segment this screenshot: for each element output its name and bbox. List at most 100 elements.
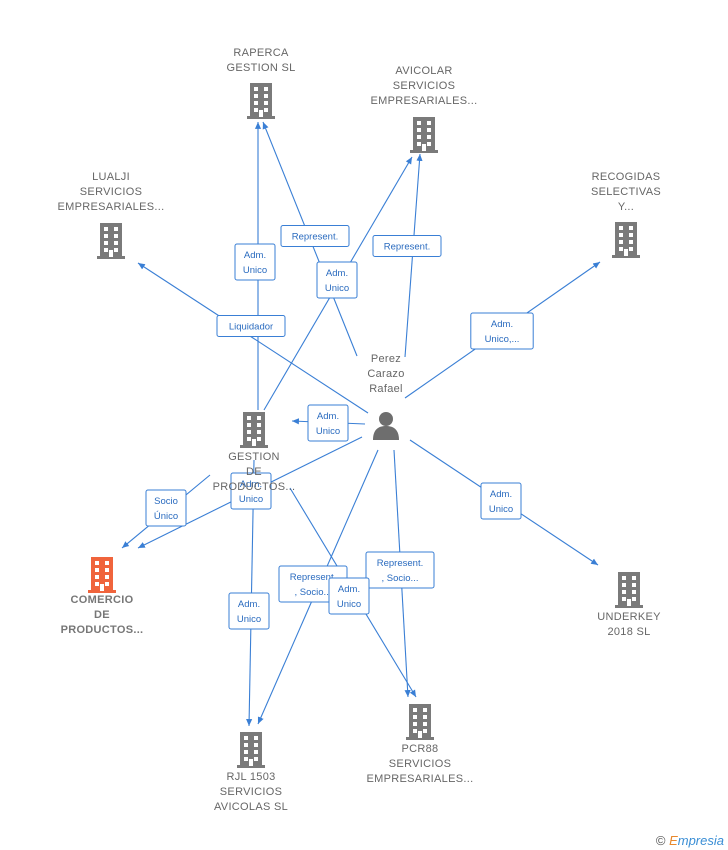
edge-label-gestion-to-pcr88[interactable]: Adm. Unico [328, 577, 370, 615]
edge-label-box [145, 489, 187, 527]
node-label: Perez [371, 353, 401, 365]
edge-label-text: Unico [243, 265, 267, 276]
edge-label-text: , Socio... [295, 587, 332, 598]
node-label: DE [94, 609, 110, 621]
node-raperca[interactable]: RAPERCA GESTION SL [226, 47, 295, 119]
node-label: DE [246, 466, 262, 478]
node-label: COMERCIO [71, 594, 134, 606]
copyright-symbol: © [655, 833, 666, 848]
node-label: SERVICIOS [389, 758, 451, 770]
node-label: PRODUCTOS... [213, 481, 296, 493]
node-label: SERVICIOS [220, 786, 282, 798]
edge-label-gestion-to-rjl[interactable]: Adm. Unico [228, 592, 270, 630]
person-icon [373, 412, 399, 440]
edge-label-box [280, 225, 350, 247]
edge-label-text: Socio [154, 496, 178, 507]
node-label: LUALJI [92, 171, 130, 183]
edge-label-text: Adm. [240, 479, 262, 490]
edge-label-box [328, 577, 370, 615]
node-label: SELECTIVAS [591, 186, 661, 198]
edge-label-box [307, 404, 349, 442]
node-label: Rafael [369, 383, 403, 395]
edge-label-text: Represent. [290, 572, 336, 583]
node-recogidas[interactable]: RECOGIDAS SELECTIVAS Y... [591, 171, 661, 258]
edge-label-text: Unico [489, 504, 513, 515]
footer-brand[interactable]: © Empresia [656, 833, 724, 848]
edge-label-text: Liquidador [229, 322, 273, 333]
node-pcr88[interactable]: PCR88SERVICIOSEMPRESARIALES... [367, 704, 474, 785]
building-icon [240, 412, 268, 448]
building-icon [97, 223, 125, 259]
building-icon [406, 704, 434, 740]
node-label: RJL 1503 [226, 771, 275, 783]
node-label: PCR88 [402, 743, 439, 755]
edge-label-text: Adm. [490, 489, 512, 500]
node-label: AVICOLAS SL [214, 801, 288, 813]
edge-label-text: , Socio... [382, 573, 419, 584]
node-comercio[interactable]: COMERCIO DE PRODUCTOS... [61, 557, 144, 636]
edge-label-box [372, 235, 442, 257]
edge-label-text: Represent. [377, 558, 423, 569]
node-gestion[interactable]: GESTION DE PRODUCTOS... [213, 412, 296, 493]
edge-label-text: Adm. [338, 584, 360, 595]
edge-label-box [480, 482, 522, 520]
edge-label-perez-to-recogidas[interactable]: Adm.Unico,... [470, 312, 534, 350]
nodes-layer: RAPERCA GESTION SL AVICOLAR SERVICIOS EMPRES… [58, 47, 661, 813]
edge-label-text: Unico [337, 599, 361, 610]
node-label: GESTION SL [226, 62, 295, 74]
edge-label-text: Adm. [238, 599, 260, 610]
node-label: AVICOLAR [395, 65, 452, 77]
edge-label-box [470, 312, 534, 350]
edge-label-text: Adm. [317, 411, 339, 422]
edge-label-box [234, 243, 276, 281]
edge-label-text: Unico [325, 283, 349, 294]
node-label: EMPRESARIALES... [371, 95, 478, 107]
node-lualji[interactable]: LUALJISERVICIOSEMPRESARIALES... [58, 171, 165, 259]
edge-label-box [228, 592, 270, 630]
edge-label-text: Único [154, 511, 178, 522]
building-icon [88, 557, 116, 593]
edge-label-text: Adm. [244, 250, 266, 261]
node-label: GESTION [228, 451, 280, 463]
edges-layer [121, 121, 601, 727]
edge-label-box [316, 261, 358, 299]
edge-label-text: Represent. [384, 242, 430, 253]
edge-label-perez-to-comercio[interactable]: Adm. Unico [230, 472, 272, 510]
edge-label-text: Adm. [326, 268, 348, 279]
edge-label-box [216, 315, 286, 337]
building-icon [237, 732, 265, 768]
edge-label-gestion-to-raperca[interactable]: Adm. Unico [234, 243, 276, 281]
edge-label-text: Represent. [292, 232, 338, 243]
empresia-logo: Empresia [669, 833, 724, 848]
node-avicolar[interactable]: AVICOLAR SERVICIOS EMPRESARIALES... [371, 65, 478, 153]
edge-label-text: Unico,... [485, 334, 520, 345]
edge-label-perez-to-underkey[interactable]: Adm. Unico [480, 482, 522, 520]
edge-label-text: Unico [239, 494, 263, 505]
edge-label-gestion-to-avicolar[interactable]: Adm. Unico [316, 261, 358, 299]
edge-label-box [365, 551, 435, 589]
node-label: Y... [618, 201, 634, 213]
building-icon [615, 572, 643, 608]
edge-label-text: Unico [316, 426, 340, 437]
node-label: PRODUCTOS... [61, 624, 144, 636]
node-label: Carazo [367, 368, 404, 380]
edge-label-perez-to-avicolar[interactable]: Represent. [372, 235, 442, 257]
edge-label-perez-to-raperca[interactable]: Represent. [280, 225, 350, 247]
edge-label-box [230, 472, 272, 510]
edge-perez-to-lualji [137, 262, 369, 414]
building-icon [612, 222, 640, 258]
building-icon [410, 117, 438, 153]
node-label: EMPRESARIALES... [58, 201, 165, 213]
node-label: RECOGIDAS [592, 171, 661, 183]
node-label: RAPERCA [233, 47, 289, 59]
edge-label-perez-to-lualji[interactable]: Liquidador [216, 315, 286, 337]
edge-label-perez-to-gestion[interactable]: Adm. Unico [307, 404, 349, 442]
node-label: SERVICIOS [393, 80, 455, 92]
edge-label-text: Unico [237, 614, 261, 625]
edge-label-perez-to-pcr88[interactable]: Represent. , Socio... [365, 551, 435, 589]
